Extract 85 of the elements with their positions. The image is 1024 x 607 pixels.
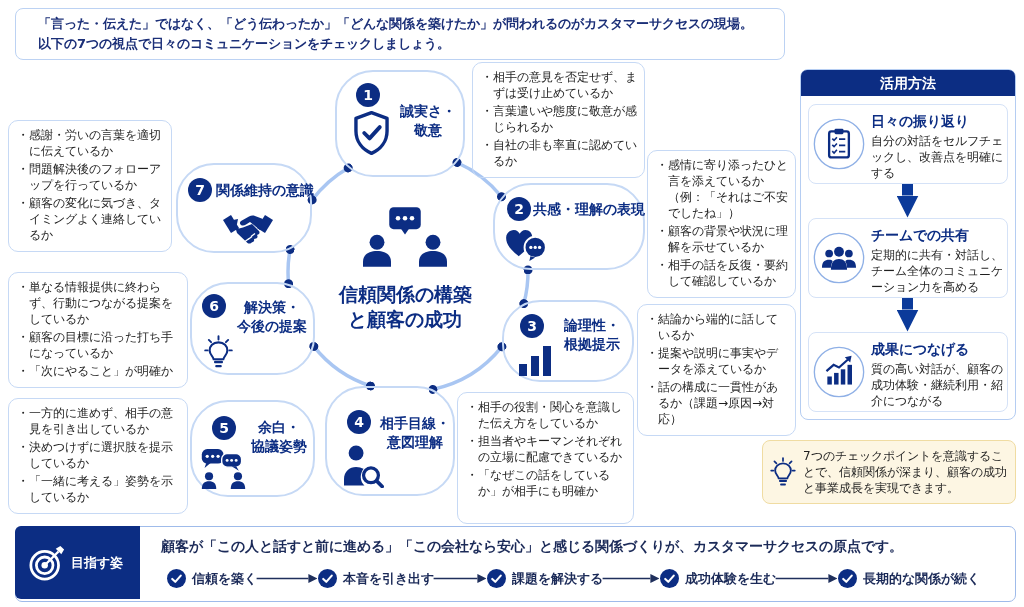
viewpoint-card xyxy=(190,400,315,497)
number-badge: 3 xyxy=(520,314,544,338)
checklist-item: ・顧客の背景や状況に理解を示せているか xyxy=(656,223,789,255)
step-label: 長期的な関係が続く xyxy=(862,569,980,588)
checklist-callout xyxy=(637,304,796,436)
intro-panel: 「言った・伝えた」ではなく、「どう伝わったか」「どんな関係を築けたか」が問われるのがカスタマーサクセスの現場。以下の7つの視点で日々のコミュニケーションをチェックしましょう。 xyxy=(15,8,785,60)
checklist-callout xyxy=(8,120,172,252)
checklist-item: ・顧客の変化に気づき、タイミングよく連絡しているか xyxy=(17,195,162,243)
connector-line xyxy=(307,163,353,205)
viewpoint-title: 相手目線・意図理解 xyxy=(379,414,451,452)
checklist-item: ・「なぜこの話をしているか」が相手にも明確か xyxy=(466,467,611,499)
checklist-item: ・相手の役割・関心を意識した伝え方をしているか xyxy=(466,399,623,431)
checklist-item: ・自社の非も率直に認めているか xyxy=(481,137,638,169)
viewpoint-card xyxy=(190,282,315,375)
number-badge: 6 xyxy=(202,294,226,318)
viewpoint-card xyxy=(176,163,312,253)
checklist-callout xyxy=(457,392,634,524)
viewpoint-title: 共感・理解の表現 xyxy=(533,200,645,219)
checklist-item: ・相手の意見を否定せず、まずは受け止めているか xyxy=(481,69,638,101)
step-label: 本音を引き出す xyxy=(342,569,434,588)
checklist-item: ・単なる情報提供に終わらず、行動につながる提案をしているか xyxy=(17,279,174,327)
step-description: 自分の対話をセルフチェックし、改善点を明確にする xyxy=(870,132,1003,181)
number-badge: 5 xyxy=(212,416,236,440)
step-description: 質の高い対話が、顧客の成功体験・継続利用・紹介につながる xyxy=(870,360,1003,409)
checklist-item: ・問題解決後のフォローアップを行っているか xyxy=(17,161,162,193)
connector-line xyxy=(452,158,506,202)
viewpoint-card xyxy=(502,300,634,382)
step-card xyxy=(807,331,1008,412)
checklist-item: ・感謝・労いの言葉を適切に伝えているか xyxy=(17,127,162,159)
checklist-item: ・結論から端的に話しているか xyxy=(646,311,779,343)
checklist-callout xyxy=(8,398,188,514)
connector-line xyxy=(519,265,533,309)
goal-label: 目指す姿 xyxy=(70,553,123,572)
checklist-item: ・感情に寄り添ったひと言を添えているか（例：「それはご不安でしたね」） xyxy=(656,157,789,221)
number-badge: 1 xyxy=(356,83,380,107)
step-label: 信頼を築く xyxy=(191,569,257,588)
checklist-callout xyxy=(8,272,188,388)
note-text: 7つのチェックポイントを意識することで、信頼関係が深まり、顧客の成功と事業成長を実現できます。 xyxy=(803,448,1008,496)
checklist-item: ・言葉遣いや態度に敬意が感じられるか xyxy=(481,103,638,135)
checklist-item: ・「次にやること」が明確か xyxy=(17,363,174,379)
step-label: 課題を解決する xyxy=(511,569,603,588)
step-title: 日々の振り返り xyxy=(870,111,969,131)
viewpoint-title: 余白・協議姿勢 xyxy=(250,418,308,456)
tip-note xyxy=(762,440,1016,504)
panel-header: 活用方法 xyxy=(801,70,1015,96)
step-label: 成功体験を生む xyxy=(684,569,776,588)
step-title: 成果につなげる xyxy=(870,339,969,359)
viewpoint-card xyxy=(335,70,465,177)
viewpoint-title: 関係維持の意識 xyxy=(216,181,312,200)
checklist-item: ・一方的に進めず、相手の意見を引き出しているか xyxy=(17,405,174,437)
checklist-item: ・提案や説明に事実やデータを添えているか xyxy=(646,345,779,377)
goal-statement: 顧客が「この人と話すと前に進める」「この会社なら安心」と感じる関係づくりが、カスタマーサクセスの原点です。 xyxy=(161,537,903,556)
arrow xyxy=(432,574,487,583)
step-title: チームでの共有 xyxy=(870,225,969,245)
arrow xyxy=(601,574,660,583)
checklist-callout xyxy=(647,150,796,298)
goal-banner xyxy=(15,526,1016,602)
connector-line xyxy=(309,341,375,391)
connector-line xyxy=(284,245,295,289)
checklist-item: ・相手の話を反復・要約して確認しているか xyxy=(656,257,789,289)
number-badge: 7 xyxy=(188,178,212,202)
arrow xyxy=(255,574,318,583)
viewpoint-title: 解決策・今後の提案 xyxy=(236,298,308,336)
viewpoint-card xyxy=(493,183,645,270)
viewpoint-title: 誠実さ・敬意 xyxy=(399,102,457,140)
checklist-item: ・顧客の目標に沿った打ち手になっているか xyxy=(17,329,174,361)
step-card xyxy=(807,217,1008,298)
block-arrow xyxy=(896,183,919,218)
number-badge: 2 xyxy=(507,197,531,221)
step-description: 定期的に共有・対話し、チーム全体のコミュニケーション力を高める xyxy=(870,246,1003,295)
viewpoint-title: 論理性・根拠提示 xyxy=(563,316,621,354)
usage-panel xyxy=(800,69,1016,420)
checklist-item: ・話の構成に一貫性があるか（課題→原因→対応） xyxy=(646,379,779,427)
center-heading: 信頼関係の構築と顧客の成功 xyxy=(337,282,473,332)
checklist-item: ・決めつけずに選択肢を提示しているか xyxy=(17,439,174,471)
connector-line xyxy=(428,342,507,394)
block-arrow xyxy=(896,297,919,332)
viewpoint-card xyxy=(325,386,455,496)
step-card xyxy=(807,103,1008,184)
number-badge: 4 xyxy=(347,410,371,434)
checklist-item: ・担当者やキーマンそれぞれの立場に配慮できているか xyxy=(466,433,623,465)
checklist-callout xyxy=(472,62,645,178)
checklist-item: ・「一緒に考える」姿勢を示しているか xyxy=(17,473,174,505)
arrow xyxy=(774,574,838,583)
goal-tab xyxy=(14,525,140,599)
